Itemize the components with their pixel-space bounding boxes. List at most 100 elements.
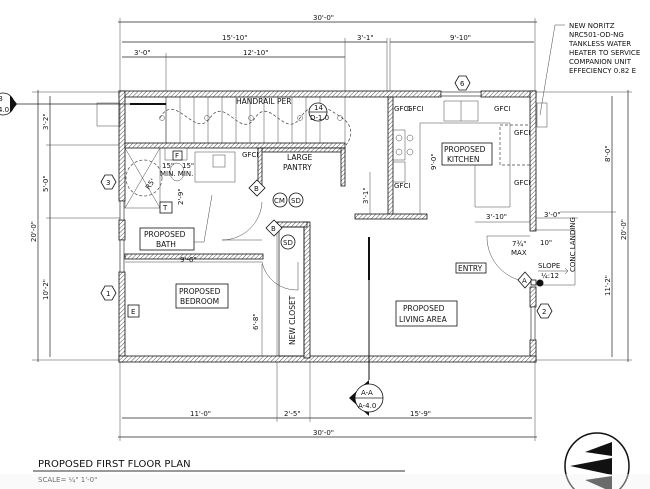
svg-text:GFCI: GFCI bbox=[242, 151, 258, 159]
fan-tag bbox=[172, 150, 183, 161]
dim-right-overall: 20'-0" bbox=[620, 219, 628, 240]
svg-text:PROPOSED: PROPOSED bbox=[403, 304, 445, 313]
walls bbox=[118, 90, 537, 363]
bottom-dimensions: 11'-0" 2'-5" 15'-9" 30'-0" bbox=[118, 222, 537, 441]
svg-text:GFCI: GFCI bbox=[514, 179, 530, 187]
dim-left-a: 3'-2" bbox=[42, 113, 50, 130]
dim-right-a: 8'-0" bbox=[604, 145, 612, 162]
svg-text:GFCI: GFCI bbox=[494, 105, 510, 113]
svg-text:SLOPE: SLOPE bbox=[538, 262, 560, 270]
svg-text:15": 15" bbox=[162, 162, 174, 170]
svg-text:B: B bbox=[254, 185, 259, 193]
window-tag-1: 1 bbox=[100, 285, 117, 301]
plan-title: PROPOSED FIRST FLOOR PLAN bbox=[38, 459, 191, 470]
svg-text:LIVING AREA: LIVING AREA bbox=[399, 315, 448, 324]
tub-tag bbox=[159, 201, 173, 214]
svg-text:SD: SD bbox=[283, 239, 293, 247]
dim-bottom-overall: 30'-0" bbox=[313, 429, 334, 437]
svg-text:A: A bbox=[522, 277, 527, 285]
entry-label-box bbox=[455, 262, 487, 274]
svg-text:A-A: A-A bbox=[361, 389, 373, 397]
svg-text:D-1.0: D-1.0 bbox=[310, 114, 329, 122]
room-label-kitchen: PROPOSED KITCHEN bbox=[441, 142, 493, 166]
svg-text:3'-10": 3'-10" bbox=[486, 213, 507, 221]
svg-text:3'-0": 3'-0" bbox=[544, 211, 561, 219]
dim-hall: 3'-1" bbox=[362, 187, 370, 204]
handrail-note: HANDRAIL PER bbox=[236, 97, 291, 106]
svg-text:MAX: MAX bbox=[511, 249, 527, 257]
dim-top-e: 12'-10" bbox=[243, 49, 268, 57]
dim-left-b: 5'-0" bbox=[42, 175, 50, 192]
elec-panel-tag bbox=[127, 304, 140, 318]
dim-top-c: 9'-10" bbox=[450, 34, 471, 42]
svg-text:MIN. MIN.: MIN. MIN. bbox=[160, 170, 193, 178]
dim-closet: 6'-8" bbox=[252, 313, 260, 330]
svg-text:PROPOSED: PROPOSED bbox=[144, 230, 186, 239]
svg-text:7¾": 7¾" bbox=[512, 240, 526, 248]
svg-text:COMPANION UNIT: COMPANION UNIT bbox=[569, 58, 632, 66]
section-marker-a: A-A A-4.0 bbox=[349, 237, 384, 416]
room-label-bath: PROPOSED BATH bbox=[139, 194, 213, 251]
north-arrow-icon bbox=[564, 432, 630, 489]
door-tag-a: A bbox=[517, 271, 533, 289]
left-dimensions: 20'-0" 3'-2" 5'-0" 10'-2" bbox=[30, 90, 120, 362]
windows bbox=[119, 91, 536, 341]
svg-text:A-4.0: A-4.0 bbox=[358, 402, 376, 410]
svg-text:GFCI: GFCI bbox=[514, 129, 530, 137]
svg-text:10": 10" bbox=[540, 239, 552, 247]
svg-text:3: 3 bbox=[106, 179, 110, 187]
dim-left-overall: 20'-0" bbox=[30, 221, 38, 242]
dim-bottom-c: 15'-9" bbox=[410, 410, 431, 418]
svg-text:HEATER TO SERVICE: HEATER TO SERVICE bbox=[569, 49, 640, 57]
dim-top-b: 3'-1" bbox=[357, 34, 374, 42]
dim-top-a: 15'-10" bbox=[222, 34, 247, 42]
dim-kitchen: 9'-0" bbox=[430, 153, 438, 170]
svg-text:SD: SD bbox=[291, 197, 301, 205]
room-label-living: PROPOSED LIVING AREA bbox=[395, 300, 458, 327]
detail-callout: 14 D-1.0 bbox=[308, 102, 329, 122]
door-tag-b2: B bbox=[265, 219, 283, 237]
dim-bottom-a: 11'-0" bbox=[190, 410, 211, 418]
svg-text:GFCI: GFCI bbox=[407, 105, 423, 113]
svg-text:B: B bbox=[271, 225, 276, 233]
svg-text:14: 14 bbox=[314, 104, 323, 112]
svg-text:TANKLESS WATER: TANKLESS WATER bbox=[568, 40, 631, 48]
svg-text:BATH: BATH bbox=[156, 240, 176, 249]
svg-text:B: B bbox=[0, 95, 3, 103]
door-tag-b1: B bbox=[248, 179, 266, 197]
svg-text:PROPOSED: PROPOSED bbox=[444, 145, 486, 154]
room-label-entry: ENTRY bbox=[458, 264, 483, 273]
ceiling-devices: CM SD SD bbox=[272, 192, 304, 250]
svg-text:LARGE: LARGE bbox=[287, 153, 313, 162]
svg-text:PANTRY: PANTRY bbox=[283, 163, 312, 172]
window-tag-2: 2 bbox=[536, 303, 553, 319]
section-marker-b: B 4.0 bbox=[0, 92, 130, 116]
concrete-landing: CONC LANDING 7¾" MAX 10" SLOPE ¼:12 bbox=[511, 217, 577, 287]
svg-text:¼:12: ¼:12 bbox=[541, 272, 559, 280]
dim-top-overall: 30'-0" bbox=[313, 14, 334, 22]
svg-text:EFFECIENCY 0.82 E: EFFECIENCY 0.82 E bbox=[569, 67, 636, 75]
dim-top-d: 3'-0" bbox=[134, 49, 151, 57]
bath-fixtures bbox=[124, 147, 236, 209]
dim-bottom-b: 2'-5" bbox=[284, 410, 301, 418]
svg-text:T: T bbox=[162, 204, 168, 212]
svg-text:4.0: 4.0 bbox=[0, 106, 9, 114]
right-dimensions: 20'-0" 8'-0" 11'-2" bbox=[535, 90, 632, 362]
shower-radius: R5' bbox=[144, 177, 157, 191]
gfci-outlet: GFCI bbox=[394, 105, 410, 113]
dim-right-b: 11'-2" bbox=[604, 275, 612, 296]
dim-left-c: 10'-2" bbox=[42, 279, 50, 300]
plan-scale: SCALE= ¼" 1'-0" bbox=[38, 476, 97, 484]
svg-text:2'-9": 2'-9" bbox=[177, 188, 185, 205]
svg-text:1: 1 bbox=[106, 290, 110, 298]
svg-text:NEW CLOSET: NEW CLOSET bbox=[288, 295, 297, 345]
svg-text:CONC LANDING: CONC LANDING bbox=[569, 217, 577, 272]
dim-bath-width: 9'-6" bbox=[180, 256, 197, 264]
room-label-closet: NEW CLOSET bbox=[278, 226, 305, 357]
svg-text:2: 2 bbox=[542, 308, 546, 316]
svg-text:15": 15" bbox=[182, 162, 194, 170]
room-label-pantry: LARGE PANTRY bbox=[283, 153, 313, 172]
svg-text:E: E bbox=[131, 308, 135, 316]
svg-text:BEDROOM: BEDROOM bbox=[180, 297, 219, 306]
